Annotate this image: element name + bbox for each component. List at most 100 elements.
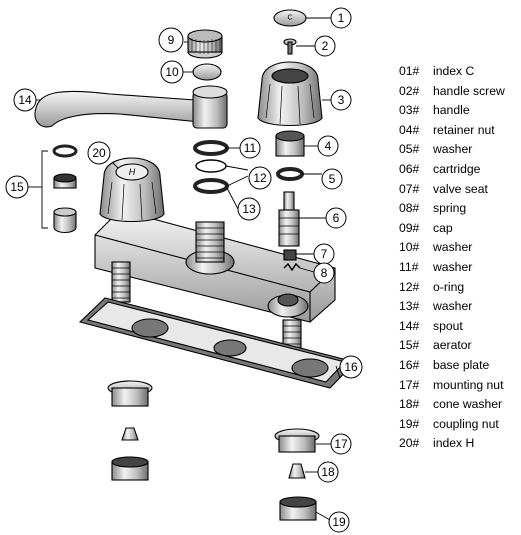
- legend-part-name: washer: [433, 240, 473, 255]
- callout-15: 15: [5, 175, 29, 199]
- washer-13: [193, 178, 229, 194]
- svg-text:11: 11: [244, 141, 257, 155]
- parts-legend: 01# index C 02# handle screw 03# handle 04#…: [399, 62, 521, 454]
- callout-20: 20: [87, 141, 111, 165]
- legend-part-name: cone washer: [433, 397, 503, 412]
- svg-text:16: 16: [344, 360, 358, 374]
- svg-text:18: 18: [321, 465, 335, 479]
- washer-11: [193, 140, 229, 156]
- svg-text:7: 7: [321, 247, 328, 261]
- legend-part-name: retainer nut: [433, 122, 495, 137]
- legend-number: 09#: [399, 220, 420, 235]
- coupling-nut-right: [279, 496, 317, 521]
- legend-item: 20# index H: [399, 434, 521, 454]
- aerator-body: [53, 207, 77, 234]
- svg-text:5: 5: [329, 172, 336, 186]
- retainer-nut: [275, 130, 305, 157]
- callout-19: 19: [328, 511, 350, 533]
- legend-item: 11#washer: [399, 258, 521, 278]
- legend-number: 18#: [399, 397, 420, 412]
- callout-11: 11: [239, 137, 261, 159]
- legend-item: 07# valve seat: [399, 180, 521, 200]
- legend-part-name: aerator: [433, 338, 472, 353]
- callout-18: 18: [317, 461, 339, 483]
- legend-number: 01#: [399, 64, 420, 78]
- legend-item: 05# washer: [399, 140, 521, 160]
- index-h-mark: H: [129, 167, 136, 177]
- legend-number: 02#: [399, 83, 420, 98]
- legend-part-name: index C: [433, 64, 475, 78]
- index-cap-c: C: [273, 9, 307, 27]
- legend-item: 16#base plate: [399, 356, 521, 376]
- legend-part-name: handle screw: [433, 83, 505, 98]
- washer-10: [192, 63, 222, 81]
- legend-item: 03# handle: [399, 101, 521, 121]
- handle-left: H: [99, 157, 165, 222]
- legend-number: 14#: [399, 318, 420, 333]
- svg-text:6: 6: [333, 211, 340, 225]
- legend-number: 12#: [399, 279, 420, 294]
- callout-4: 4: [317, 135, 339, 157]
- legend-item: 12#o-ring: [399, 278, 521, 298]
- index-c-mark: C: [287, 15, 292, 22]
- legend-number: 15#: [399, 338, 420, 353]
- legend-item: 04#retainer nut: [399, 121, 521, 141]
- legend-number: 17#: [399, 377, 420, 392]
- legend-part-name: handle: [433, 103, 470, 118]
- callout-9: 9: [158, 27, 184, 53]
- base-gasket: [78, 297, 357, 389]
- svg-text:8: 8: [321, 266, 328, 280]
- legend-number: 11#: [399, 259, 419, 274]
- callout-2: 2: [314, 35, 336, 57]
- callout-7: 7: [313, 243, 335, 265]
- aerator-washer: [52, 144, 78, 158]
- svg-text:17: 17: [334, 437, 348, 451]
- legend-part-name: coupling nut: [433, 416, 499, 431]
- legend-item: 09#cap: [399, 219, 521, 239]
- legend-item: 02# handle screw: [399, 82, 521, 102]
- svg-text:2: 2: [322, 39, 329, 53]
- legend-item: 01# index C: [399, 62, 521, 82]
- legend-part-name: valve seat: [433, 181, 488, 196]
- legend-item: 15# aerator: [399, 336, 521, 356]
- svg-text:10: 10: [165, 65, 179, 79]
- callout-14: 14: [13, 88, 37, 112]
- spout-body: [195, 221, 225, 263]
- mounting-nut-left: [107, 380, 153, 407]
- callout-17: 17: [330, 433, 352, 455]
- legend-item: 06# cartridge: [399, 160, 521, 180]
- washer-5: [276, 167, 304, 181]
- legend-number: 07#: [399, 181, 420, 196]
- legend-number: 03#: [399, 103, 420, 118]
- legend-number: 05#: [399, 142, 420, 157]
- callouts: 1 2 3 4 5 6 7 8 9 10 11 12 13 14 15 16 1…: [5, 7, 363, 533]
- legend-part-name: spring: [433, 201, 467, 216]
- legend-number: 08#: [399, 201, 420, 216]
- legend-number: 20#: [399, 436, 420, 451]
- svg-text:14: 14: [18, 93, 32, 107]
- spring: [283, 262, 301, 272]
- legend-part-name: cartridge: [433, 161, 481, 176]
- legend-part-name: spout: [433, 318, 463, 333]
- callout-12: 12: [248, 166, 272, 190]
- legend-part-name: base plate: [433, 357, 490, 372]
- legend-number: 06#: [399, 161, 420, 176]
- svg-text:15: 15: [10, 180, 24, 194]
- svg-text:13: 13: [242, 202, 256, 216]
- legend-number: 10#: [399, 240, 420, 255]
- legend-part-name: index H: [433, 436, 475, 451]
- svg-text:20: 20: [92, 146, 106, 160]
- cone-washer-right: [288, 463, 306, 479]
- callout-13: 13: [237, 197, 261, 221]
- callout-8: 8: [313, 262, 335, 284]
- callout-16: 16: [339, 355, 363, 379]
- cap: [187, 29, 223, 59]
- callout-10: 10: [160, 60, 184, 84]
- legend-item: 08# spring: [399, 199, 521, 219]
- valve-seat: [283, 249, 297, 261]
- handle-screw: [283, 38, 297, 55]
- callout-6: 6: [325, 207, 347, 229]
- callout-3: 3: [330, 89, 352, 111]
- legend-part-name: washer: [433, 142, 473, 157]
